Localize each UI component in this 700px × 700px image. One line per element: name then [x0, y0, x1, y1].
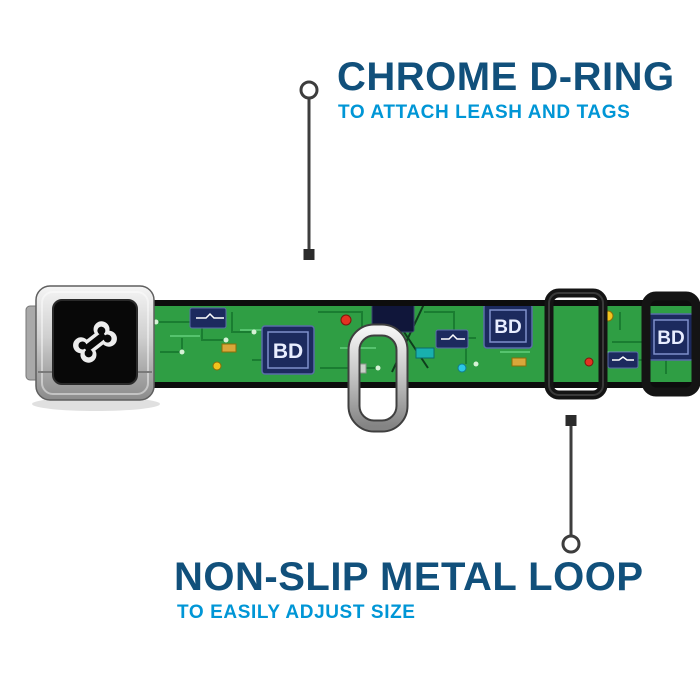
callout-circle-marker — [561, 534, 581, 554]
end-keeper-loop — [641, 291, 700, 397]
winged-chip-1 — [189, 307, 227, 329]
callout-bottom-leader — [561, 415, 581, 554]
callout-square-marker — [565, 415, 577, 426]
bd-chip-2: BD — [483, 303, 533, 349]
chip-label: BD — [657, 328, 684, 349]
callout-top-title: CHROME D-RING — [337, 55, 675, 99]
dog-bone-icon — [73, 321, 117, 363]
chip-label: BD — [494, 317, 521, 338]
bd-chip-3: BD — [647, 313, 695, 361]
winged-chip-2 — [435, 329, 469, 349]
callout-bottom-title: NON-SLIP METAL LOOP — [174, 555, 644, 599]
callout-circle-marker — [299, 80, 319, 100]
strap-edge-top — [148, 300, 697, 306]
strap-edge-bottom — [148, 382, 697, 388]
wing-icon — [612, 356, 634, 361]
adjuster-metal-loop — [544, 288, 608, 400]
chip-label: BD — [273, 340, 303, 363]
winged-chip-3 — [607, 351, 639, 369]
wing-icon — [441, 333, 465, 340]
collar-strap: BD BD BD — [148, 300, 697, 388]
callout-square-marker — [303, 249, 315, 260]
callout-bottom-subtitle: TO EASILY ADJUST SIZE — [177, 602, 416, 623]
seatbelt-buckle — [25, 285, 155, 401]
bd-chip-1: BD — [261, 325, 315, 375]
chrome-d-ring — [347, 323, 409, 433]
wing-icon — [196, 312, 224, 319]
callout-top-leader — [299, 80, 319, 260]
callout-top-subtitle: TO ATTACH LEASH AND TAGS — [338, 102, 631, 123]
